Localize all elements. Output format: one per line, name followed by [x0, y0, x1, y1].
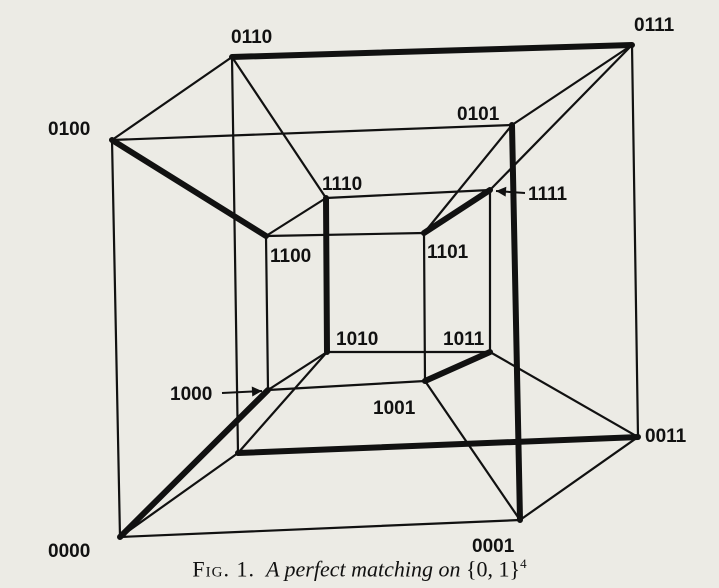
matching-edge-1001-1011 — [422, 349, 493, 384]
matching-edge-1010-1110 — [323, 195, 330, 355]
arrow-to-1111 — [495, 186, 526, 197]
vertex-label-0100: 0100 — [48, 119, 90, 140]
edge-1100-1101 — [264, 231, 426, 238]
edge-0010-0110 — [230, 55, 240, 455]
vertex-label-1011: 1011 — [443, 329, 485, 350]
edge-0000-0100 — [110, 138, 122, 539]
matching-edge-0010-0011 — [235, 434, 641, 456]
labels-layer: 0000 0001 0011 0100 0101 0110 0111 1000 1001 1010… — [48, 15, 687, 562]
vertex-label-1110: 1110 — [322, 174, 362, 195]
edge-0101-1101 — [422, 123, 514, 235]
edge-1110-1111 — [324, 188, 492, 200]
edge-1100-1110 — [264, 196, 328, 238]
caption-prefix: Fig. 1. — [192, 556, 255, 582]
vertex-label-0000: 0000 — [48, 541, 90, 562]
arrow-to-1000 — [221, 386, 263, 397]
vertex-label-1100: 1100 — [270, 246, 311, 267]
edge-0011-1011 — [488, 350, 640, 439]
edge-0101-0111 — [510, 43, 634, 127]
vertex-label-1101: 1101 — [427, 242, 469, 263]
edge-0000-0010 — [118, 451, 240, 539]
vertex-label-0011: 0011 — [645, 426, 687, 447]
vertex-label-0101: 0101 — [457, 104, 500, 125]
edge-1000-1001 — [266, 379, 427, 392]
figure-caption: Fig. 1. A perfect matching on {0, 1}4 — [0, 556, 719, 582]
vertex-label-0110: 0110 — [231, 27, 272, 48]
vertex-label-1111: 1111 — [528, 184, 568, 205]
edge-0110-1110 — [230, 55, 328, 200]
vertex-label-0001: 0001 — [472, 536, 515, 557]
caption-set: {0, 1} — [465, 556, 521, 582]
edge-0011-0111 — [630, 43, 640, 439]
vertex-label-1001: 1001 — [373, 398, 416, 419]
edge-0100-0101 — [110, 123, 514, 142]
caption-exponent: 4 — [520, 556, 527, 571]
matching-edge-0100-1100 — [109, 137, 269, 239]
matching-edge-0110-0111 — [229, 42, 635, 60]
edge-0010-1010 — [236, 350, 329, 455]
edges-layer — [109, 42, 641, 540]
matching-edge-0000-1000 — [117, 387, 271, 540]
caption-title: A perfect matching on — [265, 556, 461, 582]
edge-1000-1010 — [266, 350, 329, 392]
edge-0000-0001 — [118, 518, 522, 539]
matching-edge-1101-1111 — [421, 187, 493, 236]
matching-edge-0001-0101 — [509, 122, 523, 523]
vertex-label-1010: 1010 — [336, 329, 378, 350]
edge-1001-1101 — [422, 231, 427, 383]
edge-0001-0011 — [518, 435, 640, 522]
edge-1000-1100 — [264, 234, 270, 392]
edge-0001-1001 — [423, 379, 522, 522]
vertex-label-1000: 1000 — [170, 384, 212, 405]
vertex-label-0111: 0111 — [634, 15, 675, 36]
arrows-layer — [221, 186, 526, 397]
edge-0100-0110 — [110, 55, 234, 142]
